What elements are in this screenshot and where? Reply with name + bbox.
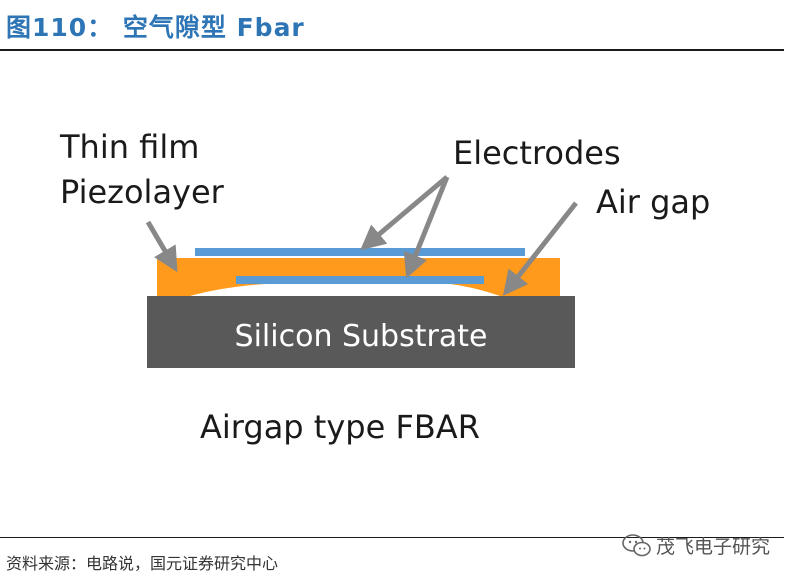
electrode-arrow-top [360, 175, 449, 251]
watermark: 茂飞电子研究 [622, 532, 770, 559]
figure-title: 图110： 空气隙型 Fbar [6, 13, 305, 42]
piezo-label-line2: Piezolayer [60, 173, 224, 211]
electrode-arrow-bottom [403, 176, 450, 279]
source-note: 资料来源：电路说，国元证券研究中心 [6, 554, 279, 573]
watermark-text: 茂飞电子研究 [656, 536, 771, 558]
substrate-label: Silicon Substrate [235, 319, 488, 354]
airgap-arrow [502, 201, 578, 296]
electrodes-label: Electrodes [453, 134, 621, 172]
top-electrode [195, 248, 525, 256]
bottom-electrode [236, 276, 484, 284]
air-gap-label: Air gap [596, 183, 711, 221]
silicon-substrate [147, 296, 575, 368]
title-divider [0, 49, 784, 51]
piezo-arrow [145, 220, 178, 273]
piezo-label-line1: Thin film [60, 128, 200, 166]
diagram-caption: Airgap type FBAR [200, 408, 480, 446]
wechat-icon [622, 533, 651, 556]
footer-divider [0, 537, 784, 538]
